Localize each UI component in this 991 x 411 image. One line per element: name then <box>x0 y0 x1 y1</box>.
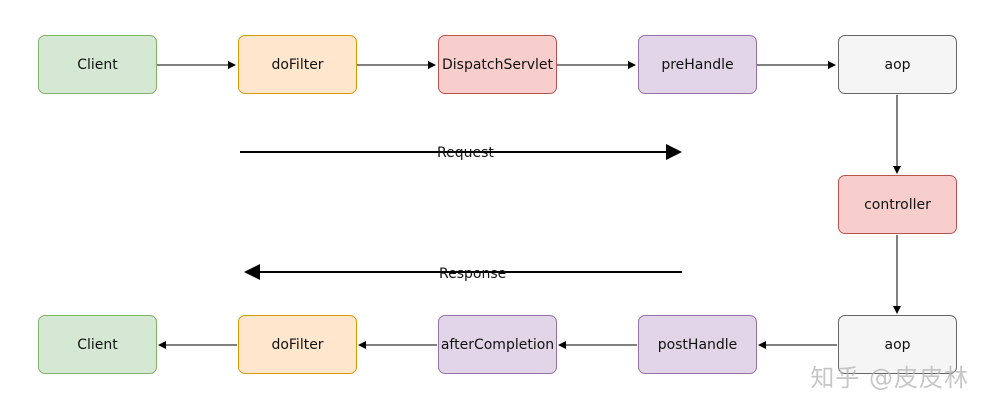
prehandle-node-label: preHandle <box>661 56 734 73</box>
dofilter-node-bottom-label: doFilter <box>271 336 324 353</box>
dispatchservlet-node-label: DispatchServlet <box>441 56 554 73</box>
posthandle-node-label: postHandle <box>657 336 738 353</box>
dofilter-node-top: doFilter <box>238 35 357 94</box>
client-node-bottom: Client <box>38 315 157 374</box>
aop-node-top-label: aop <box>884 56 911 73</box>
client-node-top-label: Client <box>77 56 118 73</box>
aftercompletion-node: afterCompletion <box>438 315 557 374</box>
client-node-top: Client <box>38 35 157 94</box>
posthandle-node: postHandle <box>638 315 757 374</box>
aop-node-bottom-label: aop <box>884 336 911 353</box>
dispatchservlet-node: DispatchServlet <box>438 35 557 94</box>
client-node-bottom-label: Client <box>77 336 118 353</box>
dofilter-node-top-label: doFilter <box>271 56 324 73</box>
prehandle-node: preHandle <box>638 35 757 94</box>
aftercompletion-node-label: afterCompletion <box>440 336 555 353</box>
aop-node-top: aop <box>838 35 957 94</box>
controller-node: controller <box>838 175 957 234</box>
dofilter-node-bottom: doFilter <box>238 315 357 374</box>
request-label: Request <box>437 145 494 161</box>
watermark-text: 知乎 @皮皮林 <box>810 364 969 392</box>
aop-node-bottom: aop <box>838 315 957 374</box>
controller-node-label: controller <box>864 196 931 213</box>
response-label: Response <box>439 266 507 282</box>
